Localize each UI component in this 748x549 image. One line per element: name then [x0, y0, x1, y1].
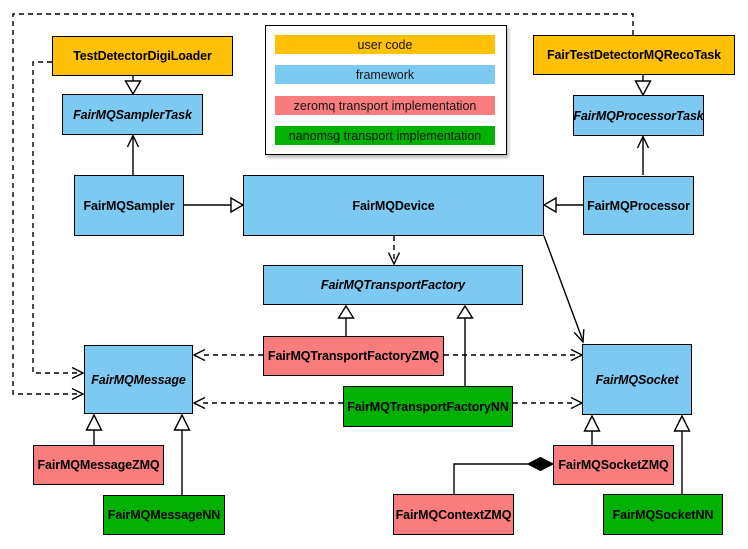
- class-box-fairmqdevice: FairMQDevice: [243, 175, 544, 236]
- inheritance-arrow-recotask-to-processortask: [634, 75, 652, 97]
- class-box-fairtestdetectormqrecotask: FairTestDetectorMQRecoTask: [533, 35, 735, 75]
- dependency-arrow-digiloader-to-message: [32, 61, 85, 380]
- legend-item-user-code: user code: [275, 35, 495, 54]
- class-box-fairmqsampler: FairMQSampler: [74, 175, 184, 236]
- association-arrow-sampler-to-samplertask: [126, 133, 140, 175]
- class-box-fairmqtransportfactory: FairMQTransportFactory: [263, 265, 523, 305]
- association-arrow-device-to-socket: [543, 235, 585, 344]
- class-box-fairmqprocessor: FairMQProcessor: [583, 176, 694, 235]
- legend-item-framework: framework: [275, 65, 495, 84]
- inheritance-arrow-factorynn-to-factory: [456, 304, 474, 386]
- legend-item-nanomsg: nanomsg transport implementation: [275, 126, 495, 145]
- dependency-arrow-recotask-to-message: [12, 13, 634, 401]
- dependency-arrow-factoryzmq-to-message: [192, 348, 263, 362]
- dependency-arrow-factorynn-to-socket: [513, 396, 584, 410]
- inheritance-arrow-factoryzmq-to-factory: [337, 304, 355, 336]
- composition-connector-contextzmq-to-socketzmq: [453, 456, 555, 494]
- dependency-arrow-factorynn-to-message: [192, 396, 343, 410]
- legend-item-zeromq: zeromq transport implementation: [275, 96, 495, 115]
- class-box-fairmqsocketnn: FairMQSocketNN: [603, 494, 723, 535]
- class-box-fairmqsocket: FairMQSocket: [582, 344, 692, 415]
- inheritance-arrow-messagezmq-to-message: [85, 413, 103, 445]
- class-box-fairmqsamplertask: FairMQSamplerTask: [62, 94, 203, 135]
- inheritance-arrow-sampler-to-device: [184, 196, 245, 214]
- class-box-testdetectordigiloader: TestDetectorDigiLoader: [52, 36, 233, 76]
- class-box-fairmqtransportfactorynn: FairMQTransportFactoryNN: [343, 386, 513, 427]
- class-box-fairmqcontextzmq: FairMQContextZMQ: [393, 494, 514, 535]
- inheritance-arrow-messagenn-to-message: [173, 413, 191, 495]
- class-box-fairmqtransportfactoryzmq: FairMQTransportFactoryZMQ: [263, 336, 444, 376]
- legend: user code framework zeromq transport imp…: [265, 25, 507, 155]
- dependency-arrow-device-to-transportfactory: [387, 236, 401, 266]
- class-box-fairmqsocketzmq: FairMQSocketZMQ: [553, 445, 674, 485]
- inheritance-arrow-socketzmq-to-socket: [583, 414, 601, 445]
- inheritance-arrow-digiloader-to-samplertask: [124, 76, 142, 96]
- inheritance-arrow-socketnn-to-socket: [673, 414, 691, 494]
- class-box-fairmqmessage: FairMQMessage: [84, 345, 193, 414]
- class-box-fairmqmessagezmq: FairMQMessageZMQ: [33, 445, 164, 485]
- class-box-fairmqmessagenn: FairMQMessageNN: [103, 495, 225, 535]
- association-arrow-processor-to-processortask: [636, 134, 650, 175]
- inheritance-arrow-processor-to-device: [542, 196, 583, 214]
- class-box-fairmqprocessortask: FairMQProcessorTask: [573, 95, 704, 136]
